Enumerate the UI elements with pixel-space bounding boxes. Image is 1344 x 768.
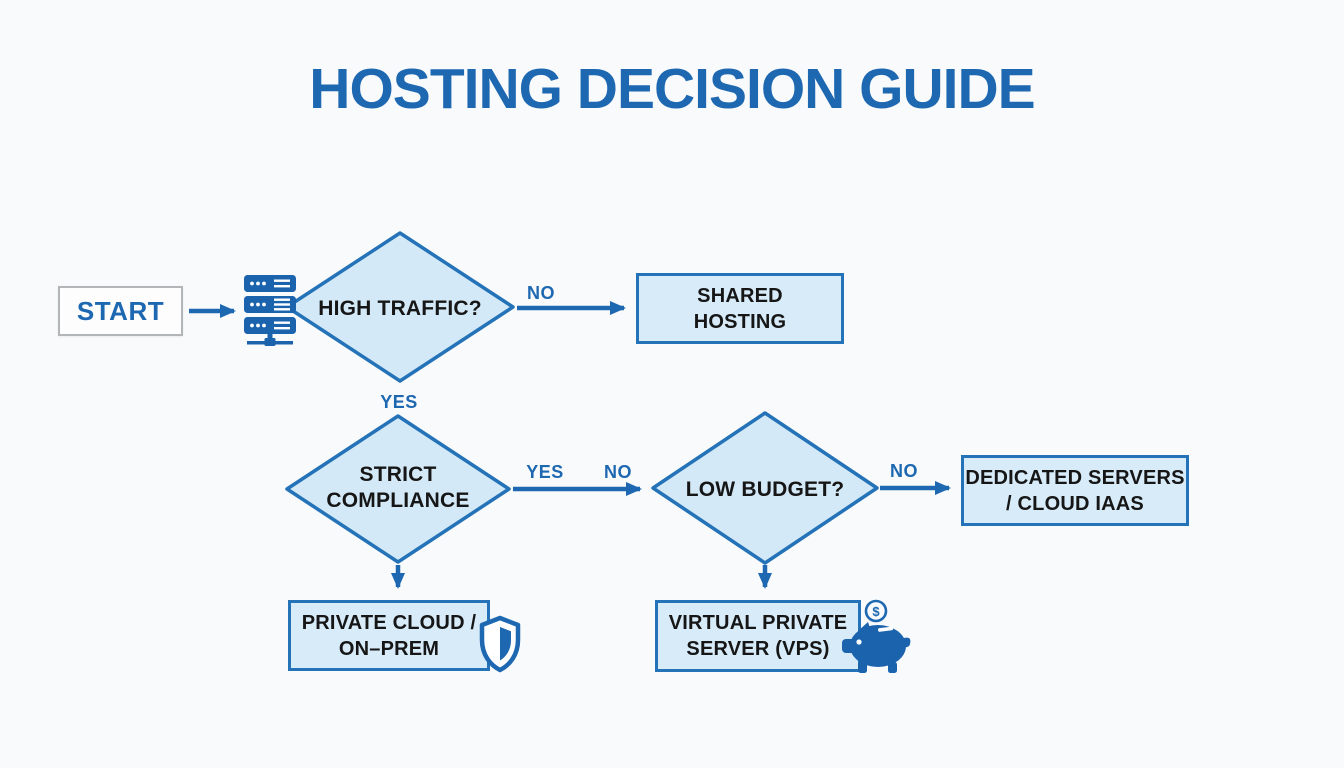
start-label: START [76, 295, 165, 326]
start-node: START [58, 286, 183, 336]
decision-diamond-high-traffic [285, 231, 515, 383]
vps-node: VIRTUAL PRIVATE SERVER (VPS) [655, 600, 861, 672]
edge-label-no-2: NO [604, 462, 632, 482]
private-cloud-line2: ON–PREM [338, 637, 440, 660]
strict-compliance-line1: STRICT [359, 463, 437, 486]
shared-hosting-line1: SHARED [697, 284, 783, 307]
decision-diamond-low-budget [651, 411, 879, 565]
private-cloud-line1: PRIVATE CLOUD / [301, 611, 477, 634]
page-title: HOSTING DECISION GUIDE [309, 57, 1035, 121]
piggy-bank-icon: $ [842, 599, 911, 673]
decision-diamond-strict-compliance [285, 414, 511, 564]
edge-label-no-3: NO [890, 461, 918, 481]
server-rack-icon [244, 275, 296, 346]
coin-icon [864, 599, 888, 623]
edge-label-yes-2: YES [526, 462, 564, 482]
vps-line1: VIRTUAL PRIVATE [668, 612, 848, 634]
low-budget-label: LOW BUDGET? [685, 478, 845, 501]
coin-dollar-symbol: $ [872, 604, 880, 619]
edge-label-no-1: NO [527, 283, 555, 303]
strict-compliance-label: STRICT COMPLIANCE [298, 462, 498, 515]
shield-icon [479, 615, 521, 673]
edge-label-yes-1: YES [380, 392, 418, 412]
private-cloud-node: PRIVATE CLOUD / ON–PREM [288, 600, 490, 671]
shared-hosting-node: SHARED HOSTING [636, 273, 844, 344]
strict-compliance-line2: COMPLIANCE [326, 489, 470, 513]
dedicated-servers-node: DEDICATED SERVERS / CLOUD IAAS [961, 455, 1189, 526]
dedicated-line2: / CLOUD IAAS [1006, 492, 1144, 515]
high-traffic-label: HIGH TRAFFIC? [318, 297, 482, 320]
shared-hosting-line2: HOSTING [693, 310, 787, 333]
vps-line2: SERVER (VPS) [686, 638, 830, 660]
dedicated-line1: DEDICATED SERVERS [965, 466, 1185, 489]
